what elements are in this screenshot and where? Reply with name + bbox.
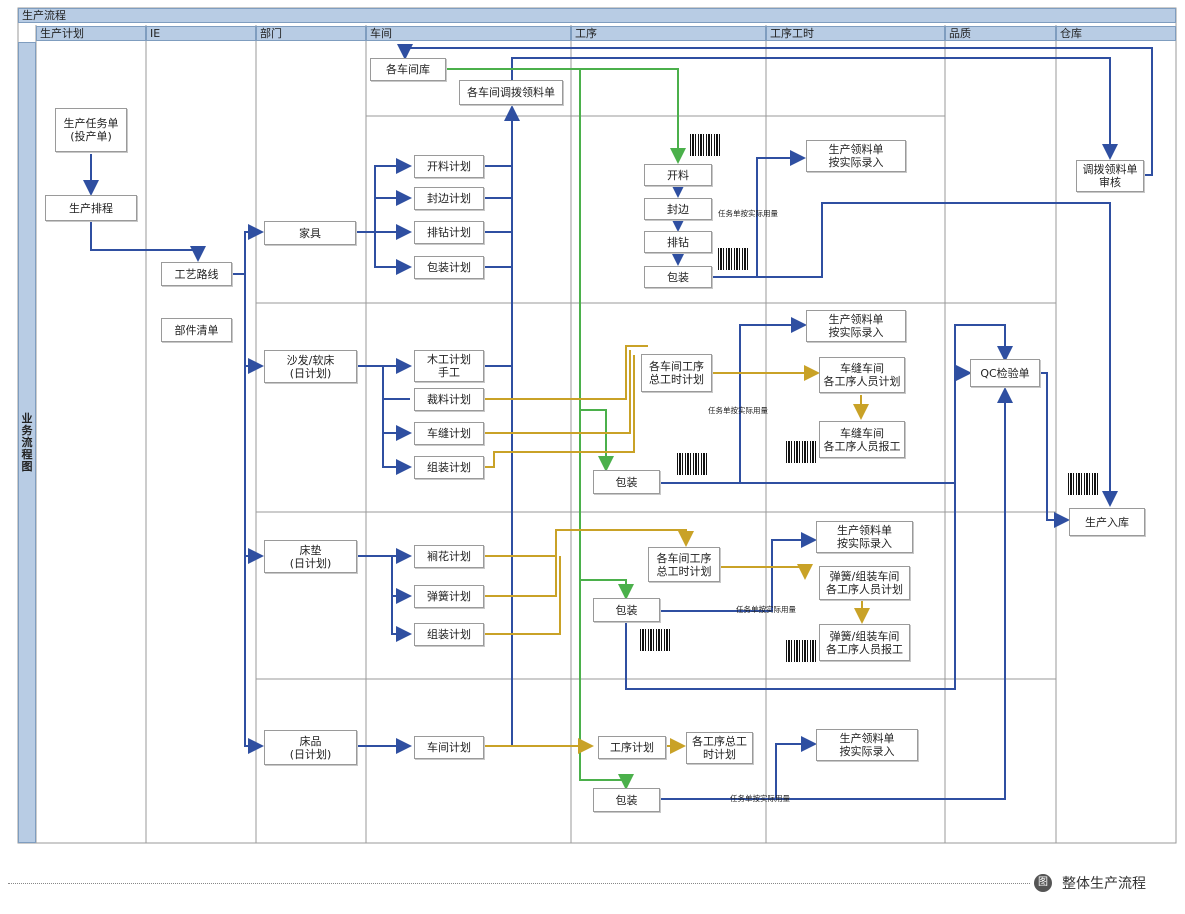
cloth-cut-plan-box[interactable]: 裁料计划 bbox=[414, 388, 484, 411]
side-title: 业务流程图 bbox=[18, 42, 36, 843]
proc-hours-box[interactable]: 各工序总工 时计划 bbox=[686, 732, 753, 764]
annotation-3: 任务单按实际用量 bbox=[736, 605, 796, 614]
spring-staff-report[interactable]: 弹簧/组装车间 各工序人员报工 bbox=[819, 624, 910, 661]
lane-header-hours: 工序工时 bbox=[766, 26, 945, 41]
barcode-icon bbox=[786, 441, 816, 463]
ws-requisition-box[interactable]: 各车间调拨领料单 bbox=[459, 80, 563, 105]
material-req-1[interactable]: 生产领料单 按实际录入 bbox=[806, 140, 906, 172]
assemble-plan-box[interactable]: 组装计划 bbox=[414, 456, 484, 479]
figure-caption: 整体生产流程 bbox=[1062, 876, 1146, 892]
wood-plan-box[interactable]: 木工计划 手工 bbox=[414, 350, 484, 382]
row-mattress[interactable]: 床垫 (日计划) bbox=[264, 540, 357, 573]
proc-plan-box[interactable]: 工序计划 bbox=[598, 736, 666, 759]
barcode-icon bbox=[786, 640, 816, 662]
sew-plan-box[interactable]: 车缝计划 bbox=[414, 422, 484, 445]
qc-inspection-box[interactable]: QC检验单 bbox=[970, 359, 1040, 387]
transfer-req-review[interactable]: 调拨领料单 审核 bbox=[1076, 160, 1144, 192]
material-req-3[interactable]: 生产领料单 按实际录入 bbox=[816, 521, 913, 553]
barcode-icon bbox=[690, 134, 720, 156]
task-order-doc[interactable]: 生产任务单 (投产单) bbox=[55, 108, 127, 152]
bed-pack-box[interactable]: 包装 bbox=[593, 788, 660, 812]
sofa-pack-box[interactable]: 包装 bbox=[593, 470, 660, 494]
stock-in-box[interactable]: 生产入库 bbox=[1069, 508, 1145, 536]
material-req-2[interactable]: 生产领料单 按实际录入 bbox=[806, 310, 906, 342]
barcode-icon bbox=[677, 453, 707, 475]
edge-plan-box[interactable]: 封边计划 bbox=[414, 187, 484, 210]
pack-plan-box[interactable]: 包装计划 bbox=[414, 256, 484, 279]
side-title-text: 业务流程图 bbox=[21, 411, 33, 473]
figure-icon: 图 bbox=[1034, 874, 1052, 892]
row-bedding[interactable]: 床品 (日计划) bbox=[264, 730, 357, 765]
barcode-icon bbox=[1068, 473, 1098, 495]
sofa-hours-box[interactable]: 各车间工序 总工时计划 bbox=[641, 354, 712, 392]
spring-plan-box[interactable]: 弹簧计划 bbox=[414, 585, 484, 608]
route-box[interactable]: 工艺路线 bbox=[161, 262, 232, 286]
spring-staff-plan[interactable]: 弹簧/组装车间 各工序人员计划 bbox=[819, 566, 910, 600]
step-pack-box[interactable]: 包装 bbox=[644, 266, 712, 288]
mat-assemble-plan-box[interactable]: 组装计划 bbox=[414, 623, 484, 646]
step-edge-box[interactable]: 封边 bbox=[644, 198, 712, 220]
schedule-box[interactable]: 生产排程 bbox=[45, 195, 137, 221]
annotation-2: 任务单按实际用量 bbox=[708, 406, 768, 415]
sew-staff-plan[interactable]: 车缝车间 各工序人员计划 bbox=[819, 357, 905, 393]
lane-header-workshop: 车间 bbox=[366, 26, 571, 41]
diagram-title: 生产流程 bbox=[18, 8, 1176, 23]
annotation-1: 任务单按实际用量 bbox=[718, 209, 778, 218]
step-cut-box[interactable]: 开料 bbox=[644, 164, 712, 186]
step-drill-box[interactable]: 排钻 bbox=[644, 231, 712, 253]
annotation-4: 任务单按实际用量 bbox=[730, 794, 790, 803]
drill-plan-box[interactable]: 排钻计划 bbox=[414, 221, 484, 244]
sew-staff-report[interactable]: 车缝车间 各工序人员报工 bbox=[819, 421, 905, 458]
row-sofa[interactable]: 沙发/软床 (日计划) bbox=[264, 350, 357, 383]
cut-plan-box[interactable]: 开料计划 bbox=[414, 155, 484, 178]
lane-header-dept: 部门 bbox=[256, 26, 366, 41]
lane-header-plan: 生产计划 bbox=[36, 26, 146, 41]
row-furniture[interactable]: 家具 bbox=[264, 221, 356, 245]
bom-box[interactable]: 部件清单 bbox=[161, 318, 232, 342]
barcode-icon bbox=[640, 629, 670, 651]
lane-header-quality: 品质 bbox=[945, 26, 1056, 41]
ws-warehouse-box[interactable]: 各车间库 bbox=[370, 58, 446, 81]
material-req-4[interactable]: 生产领料单 按实际录入 bbox=[816, 729, 918, 761]
ws-plan-box[interactable]: 车间计划 bbox=[414, 736, 484, 759]
lane-header-process: 工序 bbox=[571, 26, 766, 41]
footer-rule bbox=[8, 883, 1030, 884]
mat-pack-box[interactable]: 包装 bbox=[593, 598, 660, 622]
barcode-icon bbox=[718, 248, 750, 270]
mat-hours-box[interactable]: 各车间工序 总工时计划 bbox=[648, 547, 720, 582]
quilt-plan-box[interactable]: 裥花计划 bbox=[414, 545, 484, 568]
lane-header-warehouse: 仓库 bbox=[1056, 26, 1176, 41]
lane-header-ie: IE bbox=[146, 26, 256, 41]
